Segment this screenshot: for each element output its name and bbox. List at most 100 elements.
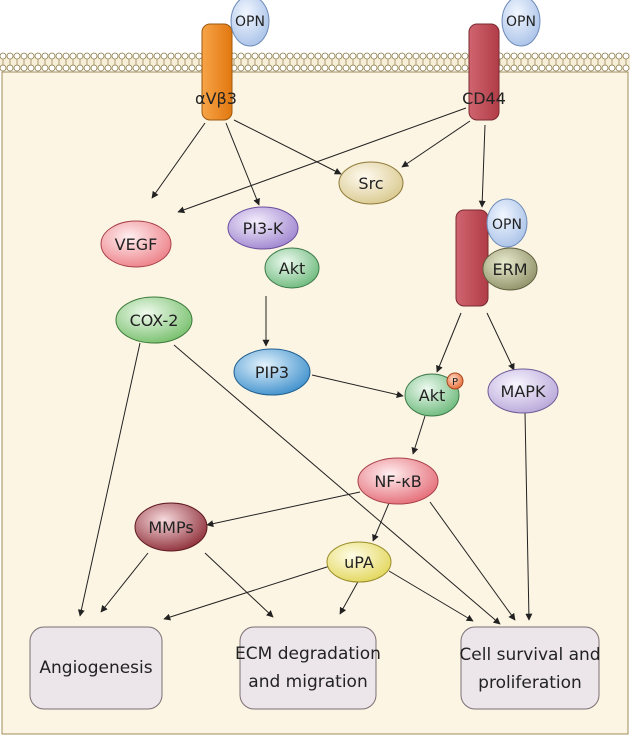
lipid-head-inner xyxy=(293,64,301,72)
lipid-head-inner xyxy=(566,64,574,72)
lipid-head-inner xyxy=(321,64,329,72)
lipid-head-outer xyxy=(188,52,196,60)
arrow-cd44-src xyxy=(401,120,471,168)
lipid-head-outer xyxy=(412,52,420,60)
lipid-head-outer xyxy=(69,52,77,60)
lipid-head-inner xyxy=(272,64,280,72)
lipid-head-inner xyxy=(426,64,434,72)
lipid-head-inner xyxy=(517,64,525,72)
lipid-head-outer xyxy=(370,52,378,60)
lipid-head-outer xyxy=(545,52,553,60)
lipid-head-outer xyxy=(181,52,189,60)
lipid-head-inner xyxy=(13,64,21,72)
lipid-head-inner xyxy=(55,64,63,72)
lipid-head-inner xyxy=(503,64,511,72)
lipid-head-inner xyxy=(510,64,518,72)
lipid-head-outer xyxy=(272,52,280,60)
lipid-head-outer xyxy=(251,52,259,60)
lipid-head-inner xyxy=(615,64,623,72)
lipid-head-outer xyxy=(461,52,469,60)
arrow-upa-ecm xyxy=(339,577,361,615)
lipid-head-outer xyxy=(433,52,441,60)
lipid-head-outer xyxy=(559,52,567,60)
lipid-head-outer xyxy=(265,52,273,60)
cell-survival-label-line2: proliferation xyxy=(478,673,582,693)
nfkb-label: NF-κB xyxy=(374,472,421,491)
lipid-head-outer xyxy=(153,52,161,60)
lipid-head-outer xyxy=(384,52,392,60)
lipid-head-outer xyxy=(83,52,91,60)
arrow-mmps-ecm xyxy=(204,552,274,618)
erm-node xyxy=(482,247,538,291)
lipid-head-outer xyxy=(615,52,623,60)
lipid-head-outer xyxy=(20,52,28,60)
lipid-head-outer xyxy=(279,52,287,60)
lipid-head-outer xyxy=(342,52,350,60)
lipid-head-inner xyxy=(384,64,392,72)
lipid-head-inner xyxy=(545,64,553,72)
lipid-head-inner xyxy=(279,64,287,72)
lipid-head-inner xyxy=(342,64,350,72)
lipid-head-outer xyxy=(118,52,126,60)
lipid-head-inner xyxy=(440,64,448,72)
lipid-head-outer xyxy=(447,52,455,60)
pip3-node xyxy=(233,348,311,396)
arrow-erm-mapk xyxy=(486,312,515,371)
lipid-head-outer xyxy=(440,52,448,60)
phospho-badge xyxy=(446,372,464,390)
lipid-head-outer xyxy=(503,52,511,60)
lipid-head-inner xyxy=(391,64,399,72)
lipid-head-outer xyxy=(356,52,364,60)
lipid-head-inner xyxy=(195,64,203,72)
lipid-head-outer xyxy=(195,52,203,60)
lipid-head-inner xyxy=(90,64,98,72)
lipid-head-inner xyxy=(363,64,371,72)
lipid-head-outer xyxy=(328,52,336,60)
lipid-head-inner xyxy=(125,64,133,72)
angiogenesis-box xyxy=(29,626,163,710)
lipid-head-outer xyxy=(552,52,560,60)
akt-node-1 xyxy=(264,247,320,289)
lipid-head-inner xyxy=(118,64,126,72)
opn-label-avb3: OPN xyxy=(235,14,265,30)
lipid-head-inner xyxy=(251,64,259,72)
lipid-head-inner xyxy=(146,64,154,72)
lipid-head-outer xyxy=(132,52,140,60)
arrow-akt-nfkb xyxy=(411,415,426,455)
lipid-head-outer xyxy=(146,52,154,60)
lipid-head-outer xyxy=(55,52,63,60)
lipid-head-inner xyxy=(524,64,532,72)
cd44-internal xyxy=(455,209,489,307)
ecm-box xyxy=(239,626,377,710)
erm-label: ERM xyxy=(492,260,527,279)
lipid-head-inner xyxy=(132,64,140,72)
lipid-head-inner xyxy=(6,64,14,72)
lipid-head-inner xyxy=(139,64,147,72)
mapk-label: MAPK xyxy=(501,382,546,401)
arrow-cox2-cell xyxy=(173,344,501,625)
cd44-label: CD44 xyxy=(462,89,506,108)
lipid-head-outer xyxy=(27,52,35,60)
src-node xyxy=(338,161,404,205)
lipid-head-inner xyxy=(552,64,560,72)
lipid-head-outer xyxy=(454,52,462,60)
lipid-head-inner xyxy=(538,64,546,72)
lipid-head-outer xyxy=(167,52,175,60)
lipid-head-outer xyxy=(244,52,252,60)
lipid-head-inner xyxy=(622,64,630,72)
opn-ligand-internal xyxy=(486,198,528,248)
lipid-head-outer xyxy=(524,52,532,60)
lipid-head-outer xyxy=(160,52,168,60)
src-label: Src xyxy=(358,174,383,193)
akt-node-2 xyxy=(404,373,460,417)
cox2-node xyxy=(115,296,193,344)
arrow-nfkb-cell xyxy=(429,501,516,621)
angiogenesis-label: Angiogenesis xyxy=(39,658,152,678)
lipid-head-outer xyxy=(125,52,133,60)
lipid-head-outer xyxy=(104,52,112,60)
lipid-head-outer xyxy=(580,52,588,60)
arrows xyxy=(77,107,533,625)
lipid-head-inner xyxy=(27,64,35,72)
lipid-head-outer xyxy=(531,52,539,60)
lipid-head-outer xyxy=(601,52,609,60)
